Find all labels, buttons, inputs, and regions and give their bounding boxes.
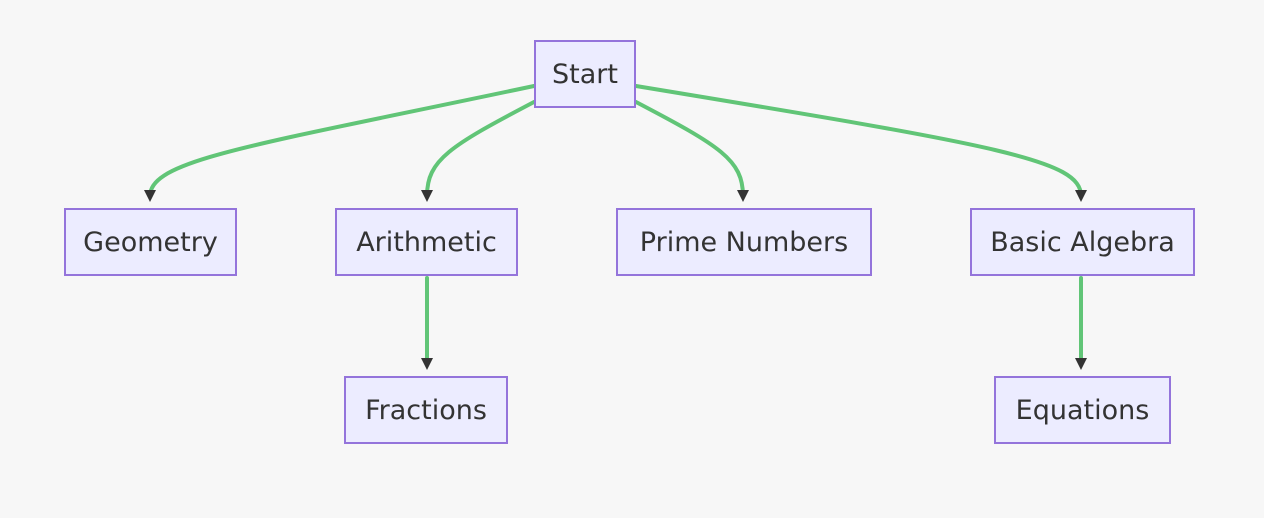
node-geometry: Geometry	[64, 208, 237, 276]
edge-start-arithmetic	[421, 100, 536, 202]
node-prime-numbers: Prime Numbers	[616, 208, 872, 276]
node-start-label: Start	[552, 58, 618, 90]
node-fractions: Fractions	[344, 376, 508, 444]
edge-start-prime-numbers	[634, 100, 749, 202]
node-basic-algebra: Basic Algebra	[970, 208, 1195, 276]
node-geometry-label: Geometry	[83, 226, 218, 258]
node-prime-numbers-label: Prime Numbers	[639, 226, 849, 258]
edge-start-basic-algebra	[634, 84, 1087, 202]
edge-start-geometry	[144, 84, 536, 202]
node-arithmetic-label: Arithmetic	[356, 226, 497, 258]
node-fractions-label: Fractions	[365, 394, 487, 426]
node-start: Start	[534, 40, 636, 108]
node-equations: Equations	[994, 376, 1171, 444]
node-equations-label: Equations	[1015, 394, 1150, 426]
node-basic-algebra-label: Basic Algebra	[990, 226, 1175, 258]
node-arithmetic: Arithmetic	[335, 208, 518, 276]
